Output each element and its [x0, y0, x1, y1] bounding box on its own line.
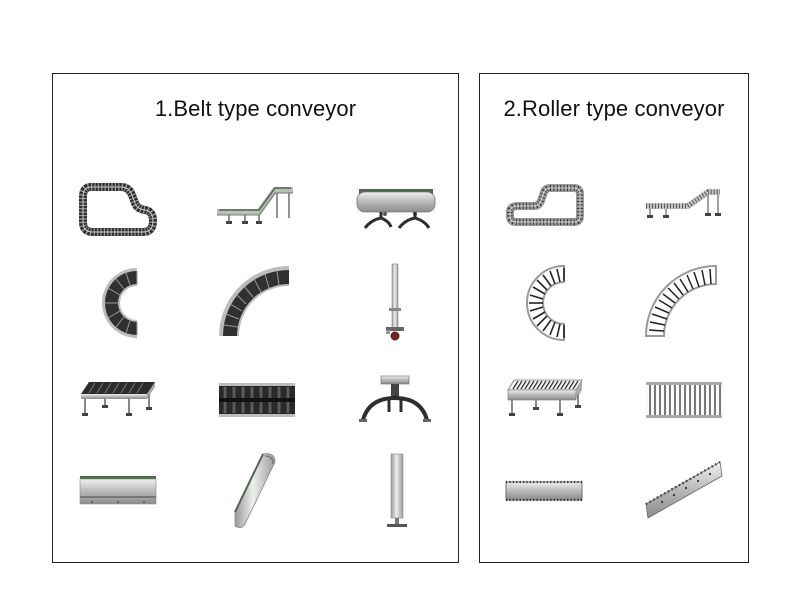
roller-panel-title: 2.Roller type conveyor: [503, 96, 725, 121]
inclined-roller-conveyor-icon[interactable]: [644, 186, 724, 226]
belt-conveyor-on-curved-legs-icon[interactable]: [355, 186, 437, 230]
closed-loop-roller-conveyor-icon[interactable]: [506, 182, 586, 230]
quarter-circle-belt-curve-icon[interactable]: [217, 264, 293, 340]
belt-panel-title: 1.Belt type conveyor: [154, 96, 357, 121]
belt-conveyor-panel: 1.Belt type conveyor: [52, 73, 459, 563]
closed-loop-belt-conveyor-icon[interactable]: [77, 179, 158, 237]
inclined-belt-conveyor-icon[interactable]: [215, 184, 295, 229]
roller-conveyor-table-with-legs-icon[interactable]: [506, 378, 584, 420]
straight-belt-section-side-view-icon[interactable]: [79, 476, 157, 506]
flat-belt-conveyor-with-legs-icon[interactable]: [79, 380, 157, 420]
vertical-support-column-icon[interactable]: [384, 452, 410, 530]
diagonal-belt-section-icon[interactable]: [231, 452, 281, 530]
straight-roller-section-side-view-icon[interactable]: [505, 480, 583, 502]
straight-belt-segment-top-view-icon[interactable]: [219, 383, 295, 417]
diagonal-roller-section-icon[interactable]: [644, 460, 724, 520]
roller-conveyor-panel: 2.Roller type conveyor: [479, 73, 749, 563]
straight-roller-segment-top-view-icon[interactable]: [646, 382, 722, 418]
quarter-circle-roller-curve-icon[interactable]: [644, 264, 720, 340]
semicircle-belt-curve-icon[interactable]: [97, 264, 143, 342]
vertical-support-post-with-caster-icon[interactable]: [383, 263, 407, 344]
semicircle-roller-curve-icon[interactable]: [524, 264, 568, 342]
curved-support-stand-icon[interactable]: [355, 375, 435, 426]
